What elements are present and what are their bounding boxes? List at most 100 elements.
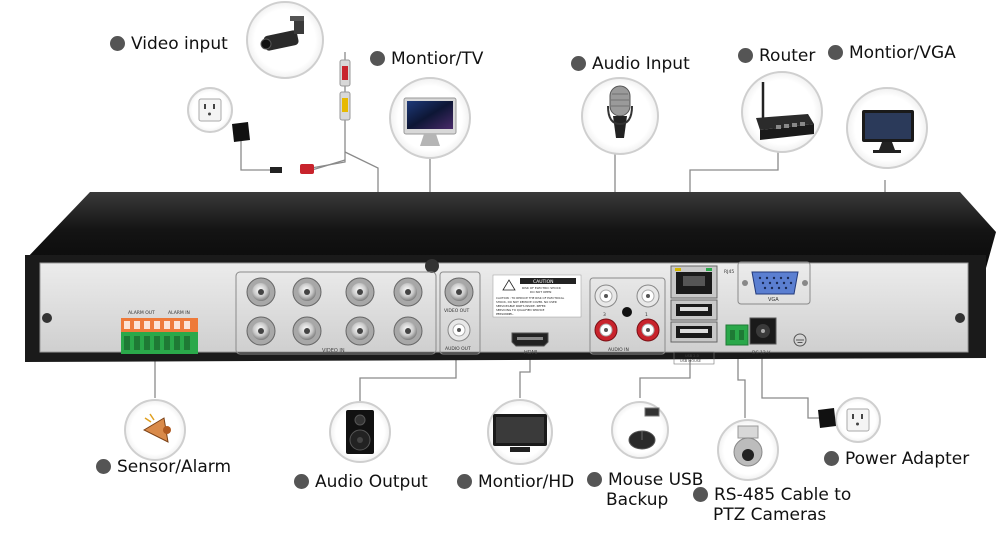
video-in-text: VIDEO IN: [322, 348, 345, 354]
label-video-input: Video input: [110, 34, 228, 54]
label-text: PTZ Cameras: [713, 505, 827, 525]
bnc-connector: [345, 277, 375, 307]
alarm-terminal-block[interactable]: [121, 318, 198, 354]
audio-out-rca[interactable]: [447, 318, 471, 342]
usb-label2: USB MOUSE: [680, 359, 701, 363]
label-mouse-usb-line2: Backup: [606, 490, 668, 510]
label-mouse-usb: Mouse USB: [587, 470, 703, 490]
caution-sub2: DO NOT OPEN: [530, 290, 551, 294]
label-text: Montior/HD: [478, 472, 575, 492]
bullet-dot-icon: [457, 474, 472, 489]
screw-icon: [42, 313, 52, 323]
rj45-port[interactable]: [670, 265, 718, 299]
bullet-dot-icon: [294, 474, 309, 489]
wall-outlet-icon: [835, 397, 881, 443]
label-sensor-alarm: Sensor/Alarm: [96, 457, 231, 477]
label-monitor-vga: Montior/VGA: [828, 43, 956, 63]
hdmi-port[interactable]: [511, 332, 549, 347]
audio-in-text: AUDIO IN: [608, 347, 629, 353]
dc-plug-icon: [270, 164, 314, 174]
rca-jack: [636, 318, 660, 342]
bullet-dot-icon: [571, 56, 586, 71]
audio-in-ch1: 1: [645, 312, 648, 318]
bnc-connector: [345, 316, 375, 346]
label-text: Video input: [131, 34, 228, 54]
bnc-connector: [292, 316, 322, 346]
power-adapter-icon: [232, 122, 250, 142]
cctv-camera-icon: [246, 1, 324, 79]
caution-body5: PERSONNEL.: [496, 312, 514, 316]
video-audio-out-frame: [439, 271, 481, 355]
dc-power-jack[interactable]: [749, 317, 777, 345]
vga-frame: [737, 261, 811, 305]
bullet-dot-icon: [96, 459, 111, 474]
usb-label1: USB 2.0: [685, 354, 699, 358]
screw-icon: [955, 313, 965, 323]
caution-body2: SHOCK, DO NOT REMOVE COVER. NO USER: [496, 300, 557, 304]
label-text: Audio Input: [592, 54, 690, 74]
usb-mouse-icon: [611, 401, 669, 459]
audio-in-rca-group[interactable]: [594, 284, 660, 342]
alarm-in-text: ALARM IN: [168, 310, 190, 316]
rca-video-plug-icon: [339, 59, 351, 121]
bullet-dot-icon: [738, 48, 753, 63]
label-rs485-line2: PTZ Cameras: [713, 505, 826, 525]
alarm-out-text: ALARM OUT: [128, 310, 155, 316]
usb-port-lower[interactable]: [670, 321, 718, 343]
power-adapter-icon: [818, 408, 836, 428]
label-text: Backup: [606, 490, 669, 510]
ground-icon: [793, 333, 807, 347]
audio-in-frame: [589, 277, 666, 355]
wall-outlet-icon: [187, 87, 233, 133]
rca-jack: [594, 284, 618, 308]
audio-in-ch3: 3: [603, 312, 606, 318]
rs485-terminal[interactable]: [725, 324, 749, 346]
rca-jack: [636, 284, 660, 308]
video-out-text: VIDEO OUT: [444, 308, 470, 314]
bullet-dot-icon: [693, 487, 708, 502]
router-icon: [741, 71, 823, 153]
alarm-siren-icon: [124, 399, 186, 461]
bullet-dot-icon: [370, 51, 385, 66]
speaker-icon: [329, 401, 391, 463]
microphone-icon: [581, 77, 659, 155]
caution-title: CAUTION: [533, 279, 554, 285]
video-in-bnc-group[interactable]: [246, 277, 423, 346]
bullet-dot-icon: [824, 451, 839, 466]
label-text: Audio Output: [315, 472, 428, 492]
label-text: Mouse USB: [608, 470, 704, 490]
label-text: Power Adapter: [845, 449, 970, 469]
imac-monitor-icon: [389, 77, 471, 159]
caution-body3: SERVICEABLE PARTS INSIDE. REFER: [496, 304, 546, 308]
hdmi-text: HDMI: [524, 350, 537, 356]
label-rs485: RS-485 Cable to: [693, 485, 851, 505]
bnc-connector: [393, 277, 423, 307]
audio-out-text: AUDIO OUT: [445, 346, 471, 352]
label-audio-output: Audio Output: [294, 472, 428, 492]
caution-sticker: CAUTION RISK OF ELECTRIC SHOCK DO NOT OP…: [492, 274, 582, 318]
bnc-connector: [393, 316, 423, 346]
video-in-frame: [235, 271, 437, 355]
tv-icon: [487, 399, 553, 465]
label-monitor-tv: Montior/TV: [370, 49, 483, 69]
video-out-bnc[interactable]: [444, 277, 474, 307]
rca-jack: [594, 318, 618, 342]
label-text: RS-485 Cable to: [714, 485, 852, 505]
bullet-dot-icon: [110, 36, 125, 51]
label-audio-input: Audio Input: [571, 54, 690, 74]
bullet-dot-icon: [828, 45, 843, 60]
warning-triangle-icon: [502, 279, 516, 291]
caution-body1: CAUTION : TO REDUCE THE RISK OF ELECTRIC…: [496, 296, 565, 300]
caution-sub1: RISK OF ELECTRIC SHOCK: [522, 286, 562, 290]
label-router: Router: [738, 46, 815, 66]
bullet-dot-icon: [587, 472, 602, 487]
bnc-connector: [246, 277, 276, 307]
flat-monitor-icon: [846, 87, 928, 169]
usb-port-upper[interactable]: [670, 299, 718, 321]
label-power-adapter: Power Adapter: [824, 449, 969, 469]
caution-body4: SERVICING TO QUALIFIED SERVICE: [496, 308, 545, 312]
rj45-text: RJ45: [724, 269, 734, 275]
vga-port[interactable]: [742, 271, 808, 295]
label-text: Montior/VGA: [849, 43, 956, 63]
